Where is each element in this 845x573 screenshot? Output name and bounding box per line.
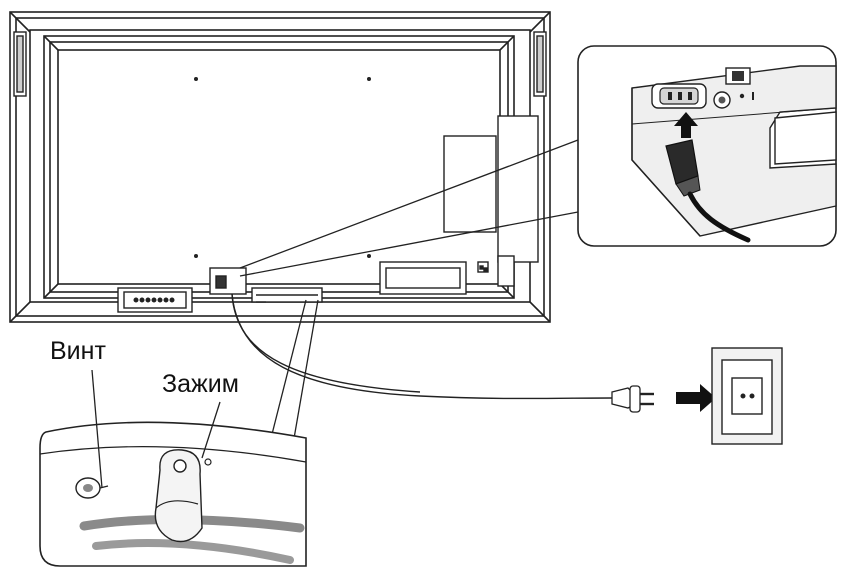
zoom-callout-inlet [577,45,837,247]
handle-right [533,31,547,97]
power-inlet-area [209,267,247,295]
connector-block [117,287,193,313]
clamp-label: Зажим [162,370,239,398]
wall-outlet [711,347,783,445]
clamp-leader-lines [256,299,319,451]
side-compartment [443,115,539,287]
power-plug [611,385,654,413]
screw-label: Винт [50,337,106,365]
clamp-detail-callout [39,421,307,567]
power-cord [231,293,613,400]
bottom-bracket [251,287,323,303]
handle-left [13,31,27,97]
bottom-right-box [379,261,489,295]
label-leaders [91,369,221,489]
mounting-holes [194,77,371,258]
right-arrow-icon [676,384,716,412]
zoom-leader-lines [239,139,579,277]
